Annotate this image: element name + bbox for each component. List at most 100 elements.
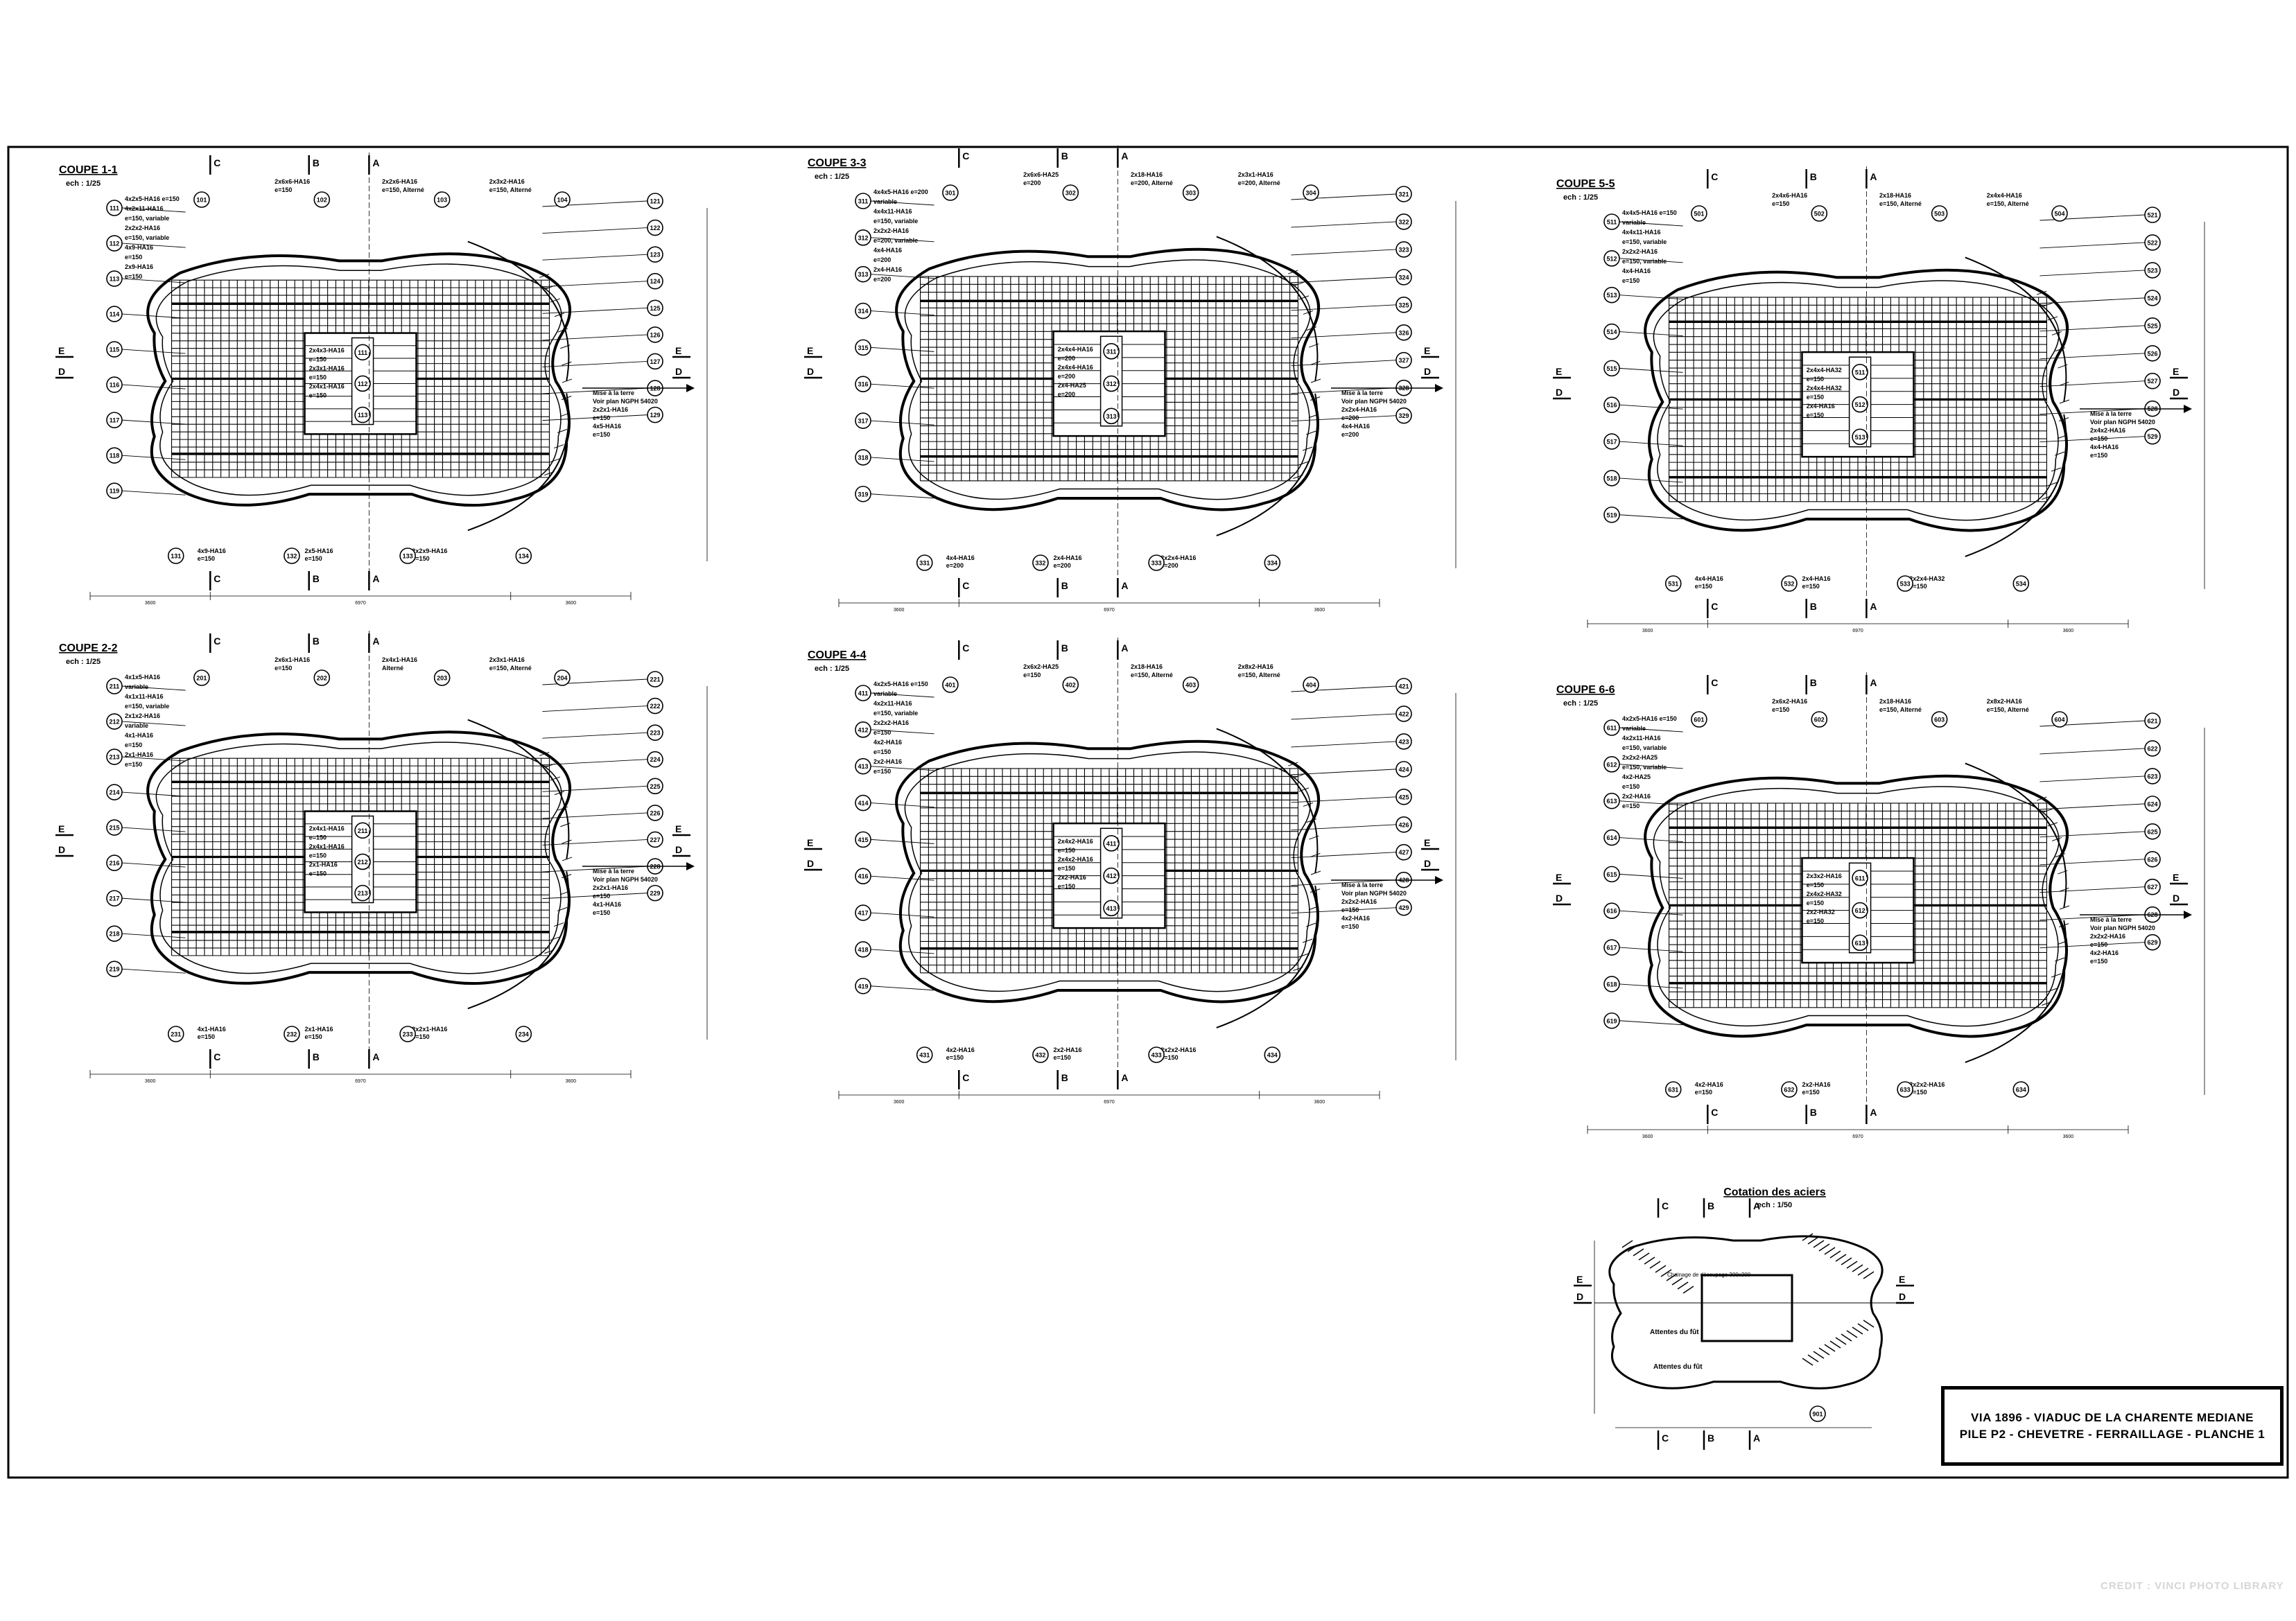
bubble-circle (193, 669, 210, 686)
bubble-circle (1103, 375, 1120, 392)
marker-letter: D (1899, 1291, 1906, 1302)
hatch-bar (1818, 1347, 1830, 1356)
bar-mark-bubble: 127 (647, 353, 663, 370)
right-note: 2x2x1-HA16 (593, 406, 628, 413)
top-note: 2x18-HA16 (1131, 663, 1163, 670)
top-note: e=150, Alterné (489, 665, 532, 672)
bar-mark-bubble: 411 (855, 685, 871, 701)
key-plan-core (1701, 1274, 1793, 1342)
bubble-label: 134 (519, 553, 529, 560)
leader-line (1619, 514, 1683, 520)
section-marker-d: D (672, 366, 690, 379)
section-marker-a: A (1117, 148, 1129, 168)
section-marker-a: A (1117, 578, 1129, 597)
marker-letter: B (1707, 1432, 1714, 1444)
bubble-label: 201 (196, 675, 207, 682)
bubble-label: 417 (858, 910, 868, 917)
marker-letter: E (2173, 366, 2179, 377)
bar-mark-bubble: 513 (1852, 428, 1868, 446)
bottom-note: e=150 (1160, 1054, 1178, 1061)
section-outline (895, 739, 1321, 1004)
bubble-circle (1148, 1046, 1165, 1063)
center-note: e=200 (1058, 355, 1075, 362)
bubble-label: 112 (110, 240, 120, 247)
section-marker-e: E (1574, 1274, 1592, 1287)
bubble-label: 529 (2147, 433, 2157, 440)
bubble-circle (284, 1026, 300, 1042)
marker-letter: B (1707, 1200, 1714, 1211)
bubble-label: 624 (2147, 800, 2157, 807)
section-marker-e: E (1553, 872, 1571, 885)
bubble-label: 127 (650, 358, 660, 365)
bar-mark-bubble: 311 (1103, 343, 1120, 360)
bottom-note: 4x4-HA16 (946, 554, 975, 561)
bar-mark-bubble: 224 (647, 751, 663, 768)
right-note: 2x2x2-HA16 (2090, 933, 2125, 940)
bubble-circle (2051, 711, 2068, 728)
hatch-bar (1852, 1264, 1863, 1272)
bar-mark-bubble: 113 (354, 406, 371, 423)
section-marker-d: D (2170, 387, 2188, 400)
left-note: 4x2x11-HA16 (1622, 735, 1661, 742)
leader-line (2040, 325, 2146, 332)
leader-line (542, 387, 648, 394)
right-note: e=150 (1341, 923, 1359, 930)
bubble-circle (1103, 343, 1120, 360)
top-note: 2x8x2-HA16 (1987, 698, 2022, 705)
bar-mark-bubble: 518 (1603, 470, 1620, 487)
right-note: e=150 (2090, 958, 2107, 965)
right-note: 4x1-HA16 (593, 901, 621, 908)
right-note: Voir plan NGPH 54020 (1341, 890, 1407, 897)
bubble-label: 901 (1812, 1411, 1823, 1418)
bar-mark-bubble: 304 (1303, 184, 1319, 201)
marker-letter: E (1424, 345, 1430, 356)
bar-mark-bubble: 111 (106, 200, 123, 216)
fan-arc (1965, 256, 2067, 403)
leader-line (2040, 353, 2146, 360)
bubble-label: 513 (1606, 292, 1617, 299)
leader-line (1619, 441, 1683, 446)
fan-arc (1965, 920, 2067, 1063)
section-title: COUPE 3-3 (808, 157, 867, 169)
key-plan-scale: ech : 1/50 (1757, 1201, 1792, 1209)
hatch-bar (1824, 1344, 1836, 1352)
marker-letter: D (1556, 893, 1563, 904)
section-marker-d: D (1421, 858, 1439, 871)
bar-mark-bubble: 401 (942, 676, 959, 693)
section-marker-c: C (1707, 1105, 1718, 1124)
bubble-label: 429 (1398, 904, 1409, 911)
leader-line (121, 419, 186, 425)
bubble-label: 404 (1306, 682, 1316, 689)
bubble-label: 123 (650, 252, 660, 259)
left-note: 2x9-HA16 (125, 263, 153, 270)
hatch-bar (1802, 1358, 1814, 1366)
dimension-label: 6970 (1852, 1134, 1863, 1139)
bar-mark-bubble: 613 (1852, 934, 1868, 952)
bar-mark-bubble: 513 (1603, 286, 1620, 304)
leader-line (1619, 367, 1683, 373)
left-note: 2x2x2-HA16 (873, 227, 909, 234)
leader-line (1619, 331, 1683, 336)
bar-mark-bubble: 613 (1603, 792, 1620, 809)
right-note: e=150 (593, 909, 610, 916)
top-note: e=150 (275, 665, 292, 672)
section-marker-d: D (55, 844, 73, 857)
dimension-label: 6970 (1104, 608, 1115, 613)
section-scale: ech : 1/25 (1563, 193, 1598, 202)
bubble-label: 432 (1035, 1052, 1045, 1059)
sheet-frame (7, 146, 2289, 1479)
bubble-label: 403 (1185, 682, 1196, 689)
bubble-label: 203 (437, 675, 447, 682)
bubble-circle (1032, 554, 1049, 571)
leader-line (870, 803, 934, 807)
bubble-label: 503 (1934, 211, 1945, 218)
leader-line (542, 254, 648, 261)
marker-letter: B (1810, 677, 1817, 688)
center-note: 2x4-HA16 (1807, 403, 1835, 410)
bar-mark-bubble: 231 (167, 1026, 184, 1042)
fan-bar (562, 396, 572, 401)
marker-letter: C (1711, 677, 1718, 688)
bar-mark-bubble: 526 (2144, 344, 2161, 362)
bubble-label: 634 (2016, 1087, 2026, 1094)
bubble-label: 103 (437, 197, 447, 204)
